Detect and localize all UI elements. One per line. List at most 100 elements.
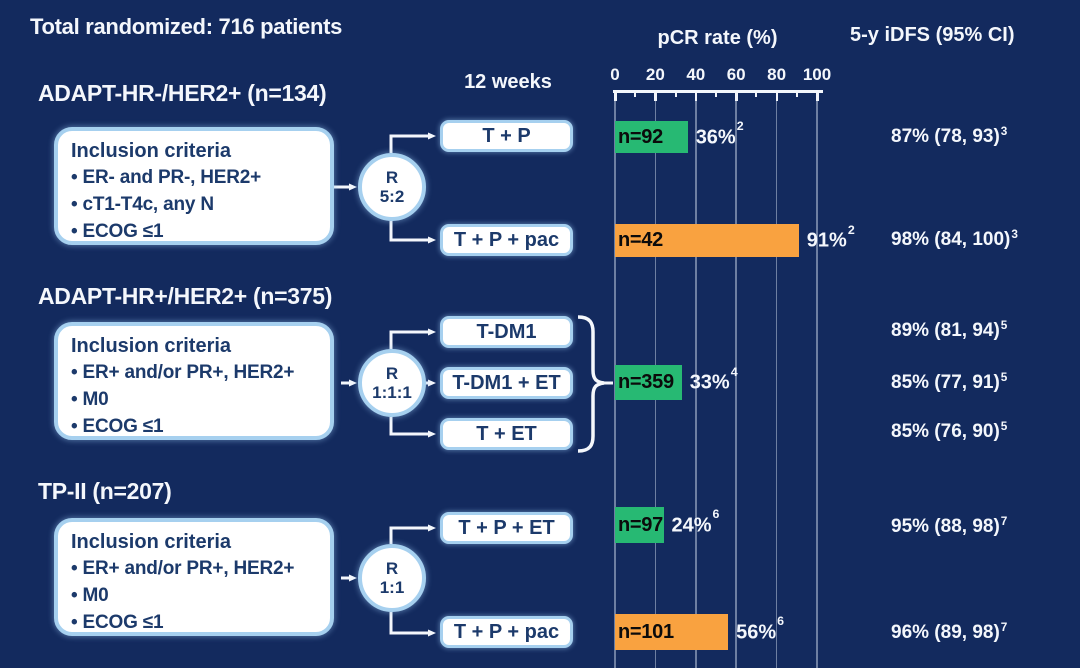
- idfs-value: 95% (88, 98)7: [891, 515, 1008, 537]
- inclusion-box: Inclusion criteria • ER+ and/or PR+, HER…: [54, 518, 334, 636]
- inclusion-bullet: • ECOG ≤1: [71, 416, 164, 437]
- bar-n-label: n=359: [618, 371, 674, 393]
- bar-n-label: n=42: [618, 229, 663, 251]
- footnote: 6: [777, 614, 785, 629]
- randomization-circle: R 5:2: [358, 153, 426, 221]
- pcr-value-label: 36%2: [695, 119, 744, 149]
- axis-minor-tick: [674, 90, 677, 97]
- idfs-value: 98% (84, 100)3: [891, 228, 1018, 250]
- axis-minor-tick: [634, 90, 637, 97]
- axis-tick: [735, 90, 738, 101]
- arrow-r-to-arm-1b: [389, 221, 436, 244]
- arrow-r-to-arm-3a: [389, 524, 436, 544]
- pcr-axis-title: pCR rate (%): [657, 27, 778, 49]
- idfs-value: 85% (77, 91)5: [891, 371, 1008, 393]
- pcr-bar-row: n=101 56%6: [615, 614, 784, 650]
- axis-tick: [694, 90, 698, 101]
- randomization-ratio: 5:2: [379, 187, 405, 206]
- inclusion-bullet: • ER- and PR-, HER2+: [71, 167, 262, 188]
- randomization-circle: R 1:1: [358, 544, 426, 612]
- axis-tick: [614, 90, 617, 101]
- bar-n-label: n=101: [618, 620, 674, 643]
- footnote: 2: [847, 222, 855, 237]
- footnote: 4: [730, 364, 738, 379]
- treatment-box: T + P + pac: [440, 224, 573, 256]
- footnote: 5: [1000, 420, 1008, 434]
- axis-gridline: [735, 90, 737, 668]
- slide-title: Total randomized: 716 patients: [30, 14, 343, 39]
- randomization-circle: R 1:1:1: [358, 349, 426, 417]
- treatment-box: T-DM1 + ET: [440, 367, 573, 399]
- axis-line: [613, 90, 823, 93]
- randomization-r: R: [385, 364, 399, 383]
- axis-tick-label: 60: [726, 65, 746, 84]
- inclusion-title: Inclusion criteria: [71, 140, 232, 162]
- inclusion-bullet: • M0: [71, 585, 109, 606]
- footnote: 7: [1000, 621, 1008, 635]
- randomization-ratio: 1:1: [379, 578, 405, 597]
- inclusion-title: Inclusion criteria: [71, 335, 232, 357]
- pcr-bar: n=97: [615, 507, 664, 543]
- footnote: 5: [1000, 371, 1008, 385]
- footnote: 7: [1000, 515, 1008, 529]
- axis-tick-label: 100: [802, 65, 832, 84]
- idfs-value: 87% (78, 93)3: [891, 125, 1008, 147]
- pcr-bar-row: n=42 91%2: [615, 222, 855, 257]
- timepoint-label: 12 weeks: [464, 71, 552, 93]
- randomization-r: R: [385, 559, 399, 578]
- footnote: 6: [712, 507, 720, 522]
- axis-tick: [816, 90, 819, 101]
- footnote: 5: [1000, 319, 1008, 333]
- axis-tick: [654, 90, 657, 101]
- axis-gridline: [775, 90, 778, 668]
- treatment-box: T-DM1: [440, 316, 573, 348]
- pcr-bar-row: n=359 33%4: [615, 365, 738, 400]
- pcr-value-label: 33%4: [689, 364, 738, 394]
- axis-gridline: [695, 90, 697, 668]
- section-header-adapt-hr-neg: ADAPT-HR-/HER2+ (n=134): [38, 80, 327, 106]
- footnote: 2: [736, 119, 744, 134]
- treatment-box: T + ET: [440, 418, 573, 450]
- arrow-r-to-arm-1a: [389, 132, 436, 153]
- idfs-column-header: 5-y iDFS (95% CI): [850, 24, 1015, 46]
- idfs-value: 96% (89, 98)7: [891, 621, 1008, 643]
- inclusion-box: Inclusion criteria • ER- and PR-, HER2+ …: [54, 127, 334, 245]
- pcr-value-label: 24%6: [671, 507, 720, 537]
- axis-tick-label: 40: [686, 65, 706, 84]
- pcr-bar: n=92: [615, 121, 688, 153]
- inclusion-bullet: • cT1-T4c, any N: [71, 194, 214, 215]
- pcr-value-label: 56%6: [736, 614, 785, 644]
- inclusion-box: Inclusion criteria • ER+ and/or PR+, HER…: [54, 322, 334, 440]
- inclusion-bullet: • ER+ and/or PR+, HER2+: [71, 362, 295, 383]
- inclusion-bullet: • ECOG ≤1: [71, 612, 164, 633]
- inclusion-title: Inclusion criteria: [71, 531, 232, 553]
- randomization-r: R: [385, 168, 399, 187]
- idfs-value: 89% (81, 94)5: [891, 319, 1008, 341]
- treatment-box: T + P + ET: [440, 512, 573, 544]
- axis-minor-tick: [715, 90, 717, 97]
- axis-tick: [775, 90, 779, 101]
- treatment-box: T + P: [440, 120, 573, 152]
- pooled-brace: [577, 315, 605, 453]
- inclusion-bullet: • ER+ and/or PR+, HER2+: [71, 558, 295, 579]
- inclusion-bullet: • ECOG ≤1: [71, 221, 164, 242]
- section-header-adapt-hr-pos: ADAPT-HR+/HER2+ (n=375): [38, 283, 333, 309]
- pcr-bar: n=101: [615, 614, 729, 650]
- bar-n-label: n=97: [618, 513, 663, 536]
- footnote: 3: [1011, 228, 1018, 242]
- axis-gridline: [816, 90, 818, 668]
- idfs-value: 85% (76, 90)5: [891, 420, 1008, 442]
- inclusion-bullet: • M0: [71, 389, 109, 410]
- footnote: 3: [1000, 125, 1008, 139]
- treatment-box: T + P + pac: [440, 616, 573, 648]
- pcr-bar-row: n=97 24%6: [615, 507, 719, 543]
- section-header-tp-ii: TP-II (n=207): [38, 478, 172, 504]
- arrow-r-to-arm-2a: [389, 328, 436, 349]
- bar-n-label: n=92: [618, 125, 663, 148]
- arrow-r-to-arm-3b: [389, 612, 436, 637]
- pcr-bar-row: n=92 36%2: [615, 119, 744, 153]
- pcr-value-label: 91%2: [806, 222, 855, 252]
- pcr-bar: n=42: [615, 224, 799, 257]
- arrow-r-to-arm-2c: [389, 417, 436, 438]
- pcr-bar: n=359: [615, 365, 682, 400]
